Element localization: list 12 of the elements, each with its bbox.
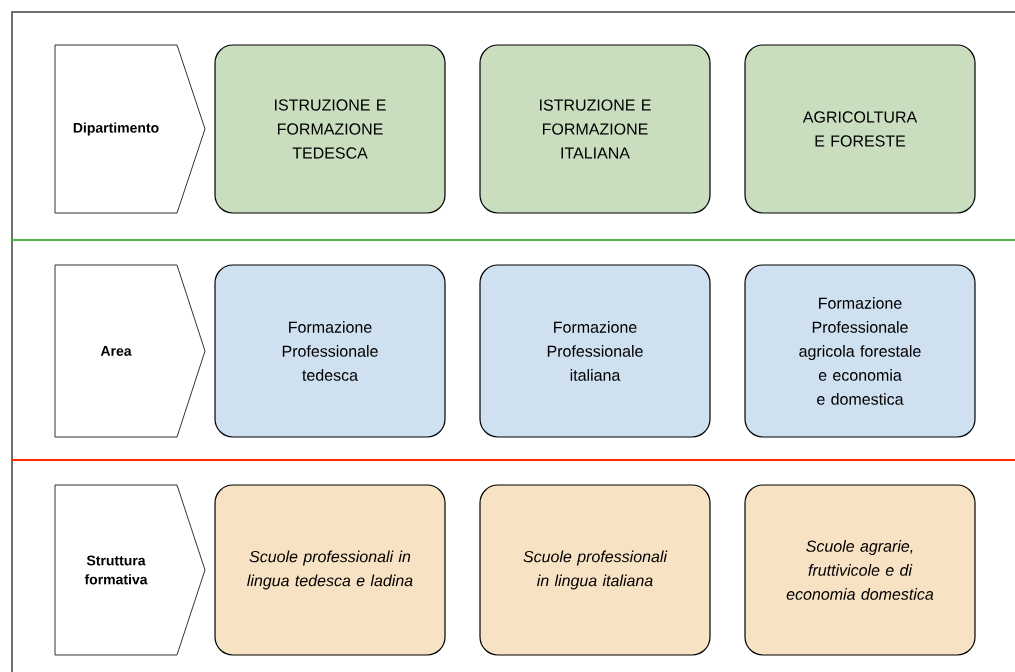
rounded-box: Formazione Professionale italiana: [479, 264, 711, 438]
rounded-box: ISTRUZIONE E FORMAZIONE TEDESCA: [214, 44, 446, 214]
rounded-box: Scuole professionali in lingua italiana: [479, 484, 711, 656]
arrow-label: Struttura formativa: [54, 484, 206, 656]
rounded-box: ISTRUZIONE E FORMAZIONE ITALIANA: [479, 44, 711, 214]
rounded-box: Scuole professionali in lingua tedesca e ladina: [214, 484, 446, 656]
arrow-label: Area: [54, 264, 206, 438]
arrow-label: Dipartimento: [54, 44, 206, 214]
rounded-box: Formazione Professionale agricola forestale e economia e domestica: [744, 264, 976, 438]
rounded-box: Scuole agrarie, fruttivicole e di economia domestica: [744, 484, 976, 656]
rounded-box: Formazione Professionale tedesca: [214, 264, 446, 438]
rounded-box: AGRICOLTURA E FORESTE: [744, 44, 976, 214]
